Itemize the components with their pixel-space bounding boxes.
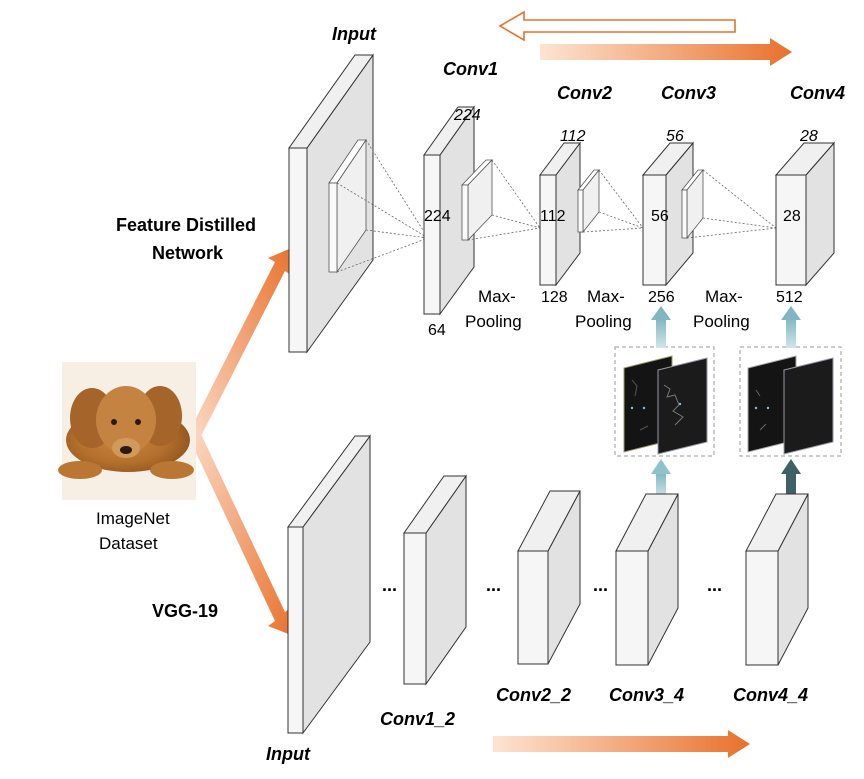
branch-arrow-up: [190, 246, 296, 438]
conv2-label: Conv2: [557, 83, 612, 103]
conv3_4-block: [615, 493, 679, 666]
input-top-label: Input: [332, 24, 377, 44]
conv4-top-dim: 28: [799, 128, 818, 145]
conv1-label: Conv1: [443, 59, 498, 79]
kernel-lines-3: [582, 169, 644, 233]
ellipsis-1: ...: [382, 575, 397, 595]
feature-distilled-label-1: Feature Distilled: [116, 215, 256, 235]
kernel-lines-2: [467, 159, 541, 241]
kernel-lines-4: [686, 169, 777, 239]
maxpool3-line2: Pooling: [693, 312, 750, 331]
input-bottom-label: Input: [266, 744, 311, 764]
conv1-block: [423, 105, 493, 316]
imagenet-label-2: Dataset: [99, 534, 158, 553]
teal-arrow-conv4-up: [781, 306, 801, 348]
conv2_2-label: Conv2_2: [496, 685, 571, 705]
conv2-side-dim: 112: [540, 208, 566, 225]
conv3_4-label: Conv3_4: [609, 685, 684, 705]
conv3-block: [641, 141, 704, 287]
branch-arrow-down: [190, 432, 296, 637]
vgg19-label: VGG-19: [152, 601, 218, 621]
conv2-channels: 128: [541, 289, 568, 306]
teal-arrow-conv3-4: [651, 459, 671, 498]
ellipsis-3: ...: [593, 575, 608, 595]
conv1_2-block: [403, 474, 467, 686]
conv3-side-dim: 56: [651, 208, 669, 225]
input-block-bottom: [287, 434, 371, 735]
dog-image: [58, 362, 196, 500]
forward-arrow-top: [540, 38, 792, 66]
conv1_2-label: Conv1_2: [380, 709, 455, 729]
conv3-channels: 256: [648, 289, 675, 306]
maxpool2-line2: Pooling: [575, 312, 632, 331]
feature-map-box-conv3: [614, 346, 715, 457]
conv4-block: [774, 141, 836, 287]
conv4-side-dim: 28: [783, 208, 801, 225]
conv1-top-dim: 224: [453, 107, 481, 124]
conv2-top-dim: 112: [560, 128, 586, 145]
teal-arrow-conv3-up: [651, 306, 671, 348]
conv4-channels: 512: [776, 289, 803, 306]
dark-arrow-conv4-4: [781, 459, 801, 498]
kernel-lines-1: [336, 139, 429, 273]
input-block-top: [288, 53, 374, 354]
conv1-side-dim: 224: [424, 208, 451, 225]
conv1-channels: 64: [428, 322, 446, 339]
conv3-top-dim: 56: [666, 128, 684, 145]
maxpool1-line1: Max-: [478, 287, 516, 306]
conv2_2-block: [517, 490, 581, 665]
conv4_4-label: Conv4_4: [733, 685, 808, 705]
imagenet-label-1: ImageNet: [96, 509, 170, 528]
conv4_4-block: [745, 493, 809, 666]
maxpool3-line1: Max-: [705, 287, 743, 306]
ellipsis-4: ...: [707, 575, 722, 595]
backward-arrow: [498, 10, 736, 42]
forward-arrow-bottom: [493, 730, 750, 758]
maxpool2-line1: Max-: [587, 287, 625, 306]
maxpool1-line2: Pooling: [465, 312, 522, 331]
conv2-block: [539, 141, 600, 287]
conv4-label: Conv4: [790, 83, 845, 103]
ellipsis-2: ...: [486, 575, 501, 595]
conv3-label: Conv3: [661, 83, 716, 103]
feature-distilled-label-2: Network: [152, 243, 224, 263]
feature-map-box-conv4: [739, 346, 842, 457]
